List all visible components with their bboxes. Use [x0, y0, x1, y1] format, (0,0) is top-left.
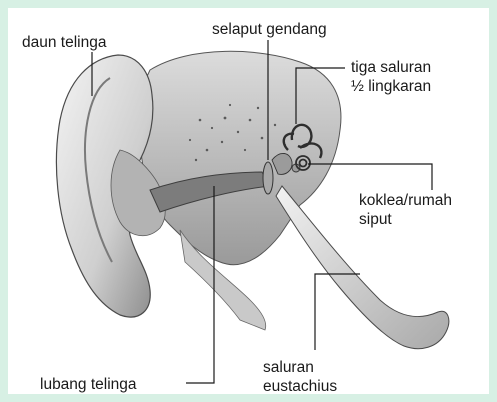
label-koklea: koklea/rumah siput	[359, 191, 452, 229]
label-saluran-eustachius: saluran eustachius	[263, 358, 337, 396]
eardrum	[263, 162, 273, 194]
label-lubang-telinga: lubang telinga	[40, 375, 137, 394]
label-daun-telinga: daun telinga	[22, 33, 106, 52]
label-koklea-line2: siput	[359, 210, 452, 229]
label-selaput-gendang: selaput gendang	[212, 20, 327, 39]
label-saluran-line2: eustachius	[263, 377, 337, 396]
label-tiga-saluran-line2: ½ lingkaran	[351, 77, 431, 96]
label-koklea-line1: koklea/rumah	[359, 191, 452, 210]
label-tiga-saluran: tiga saluran ½ lingkaran	[351, 58, 431, 96]
label-saluran-line1: saluran	[263, 358, 337, 377]
label-tiga-saluran-line1: tiga saluran	[351, 58, 431, 77]
